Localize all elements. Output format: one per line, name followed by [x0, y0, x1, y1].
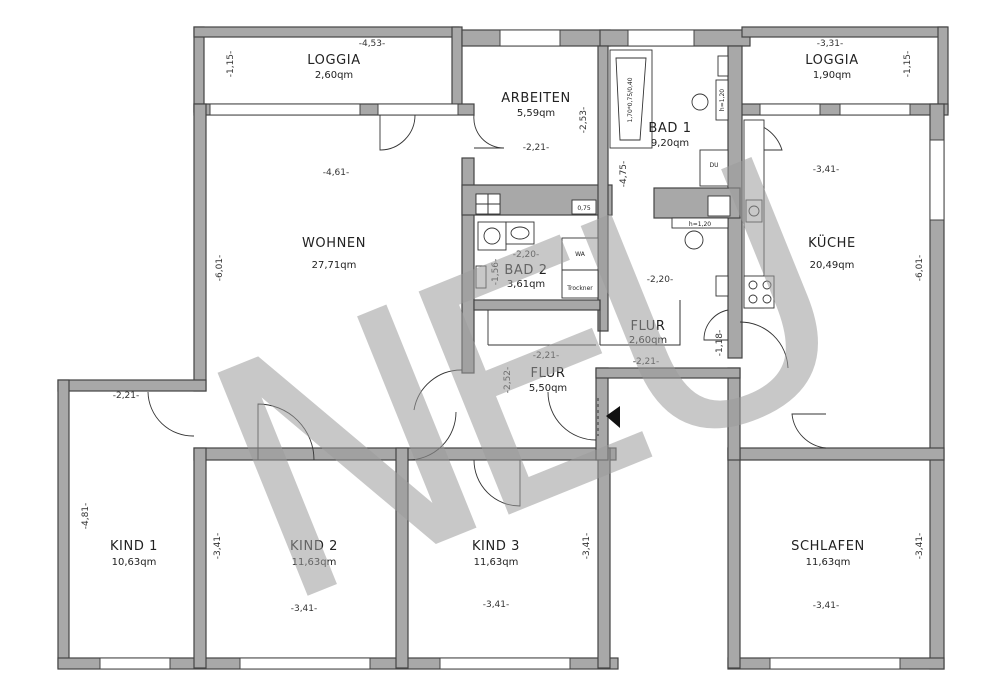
- windows: [99, 29, 945, 670]
- svg-text:-3,41-: -3,41-: [483, 600, 510, 610]
- room-name-kind3: KIND 3: [472, 539, 520, 554]
- room-area-bad1: 9,20qm: [651, 138, 689, 149]
- washer-icon: [561, 237, 599, 299]
- room-area-wohnen: 27,71qm: [312, 260, 357, 271]
- svg-text:-2,20-: -2,20-: [513, 250, 540, 260]
- room-name-kind1: KIND 1: [110, 539, 158, 554]
- svg-text:-3,41-: -3,41-: [213, 533, 223, 560]
- room-area-schlafen: 11,63qm: [806, 557, 851, 568]
- svg-text:-1,18-: -1,18-: [715, 330, 725, 357]
- room-area-kind2: 11,63qm: [292, 557, 337, 568]
- svg-text:h=1,20: h=1,20: [719, 89, 726, 111]
- room-area-flur-small: 2,60qm: [629, 335, 667, 346]
- room-area-loggia-left: 2,60qm: [315, 70, 353, 81]
- svg-text:-2,21-: -2,21-: [113, 391, 140, 401]
- svg-text:-4,81-: -4,81-: [81, 503, 91, 530]
- svg-text:-4,61-: -4,61-: [323, 168, 350, 178]
- room-name-schlafen: SCHLAFEN: [791, 539, 865, 554]
- svg-text:-2,53-: -2,53-: [579, 107, 589, 134]
- svg-text:h=1,20: h=1,20: [689, 221, 711, 228]
- svg-text:-2,52-: -2,52-: [503, 367, 513, 394]
- room-area-arbeiten: 5,59qm: [517, 108, 555, 119]
- room-name-bad1: BAD 1: [648, 121, 691, 136]
- watermark-text: NEU: [163, 95, 874, 680]
- svg-text:-3,41-: -3,41-: [813, 601, 840, 611]
- svg-text:0,75: 0,75: [577, 205, 591, 212]
- entrance-arrow-icon: [606, 406, 620, 428]
- room-area-kueche: 20,49qm: [810, 260, 855, 271]
- svg-text:WA: WA: [575, 251, 586, 258]
- svg-text:-2,20-: -2,20-: [647, 275, 674, 285]
- svg-text:Trockner: Trockner: [566, 285, 593, 292]
- toilet-icon: [691, 93, 709, 111]
- room-name-arbeiten: ARBEITEN: [501, 91, 571, 106]
- svg-text:-2,21-: -2,21-: [533, 351, 560, 361]
- svg-text:-1,15-: -1,15-: [226, 51, 236, 78]
- room-area-kind3: 11,63qm: [474, 557, 519, 568]
- svg-text:-3,31-: -3,31-: [817, 39, 844, 49]
- svg-text:-6,01-: -6,01-: [215, 255, 225, 282]
- svg-text:-3,41-: -3,41-: [291, 604, 318, 614]
- svg-text:-2,21-: -2,21-: [633, 357, 660, 367]
- svg-text:-1,56-: -1,56-: [491, 259, 501, 286]
- room-area-loggia-right: 1,90qm: [813, 70, 851, 81]
- room-name-loggia-left: LOGGIA: [307, 53, 361, 68]
- svg-text:-3,41-: -3,41-: [813, 165, 840, 175]
- room-name-kind2: KIND 2: [290, 539, 338, 554]
- svg-text:-1,15-: -1,15-: [903, 51, 913, 78]
- room-area-bad2: 3,61qm: [507, 279, 545, 290]
- fixtures: 1,70*0,75/0,40 h=1,20 DU 0,75 h=1,20 WA …: [475, 49, 775, 309]
- room-name-kueche: KÜCHE: [808, 234, 856, 251]
- doors: [147, 114, 827, 507]
- room-name-flur-small: FLUR: [630, 319, 665, 334]
- svg-text:1,70*0,75/0,40: 1,70*0,75/0,40: [627, 77, 634, 122]
- room-name-wohnen: WOHNEN: [302, 236, 366, 251]
- svg-text:-4,53-: -4,53-: [359, 39, 386, 49]
- room-area-kind1: 10,63qm: [112, 557, 157, 568]
- shower-icon: [699, 149, 729, 187]
- room-name-bad2: BAD 2: [504, 263, 547, 278]
- svg-text:-4,75-: -4,75-: [619, 161, 629, 188]
- svg-text:DU: DU: [709, 162, 718, 169]
- dimension-labels: -4,53- -1,15- -3,31- -1,15- -2,21- -2,53…: [81, 39, 925, 614]
- svg-text:-3,41-: -3,41-: [582, 533, 592, 560]
- room-labels: LOGGIA 2,60qm ARBEITEN 5,59qm BAD 1 9,20…: [110, 53, 865, 568]
- room-name-loggia-right: LOGGIA: [805, 53, 859, 68]
- room-name-flur-main: FLUR: [530, 366, 565, 381]
- room-area-flur-main: 5,50qm: [529, 383, 567, 394]
- svg-text:-3,41-: -3,41-: [915, 533, 925, 560]
- svg-text:-2,21-: -2,21-: [523, 143, 550, 153]
- svg-text:-6,01-: -6,01-: [915, 255, 925, 282]
